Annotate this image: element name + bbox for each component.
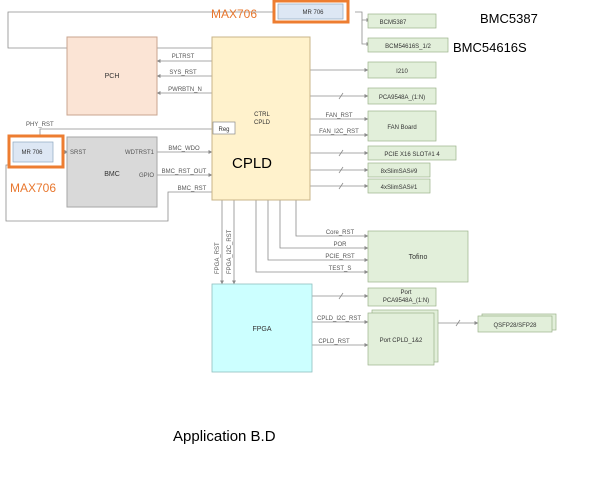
max706-top-text: MAX706: [211, 7, 257, 21]
sig-cpld-i2c-rst: CPLD_I2C_RST: [317, 316, 361, 322]
bmc54616s-text: BMC54616S: [453, 40, 527, 55]
sig-sys-rst: SYS_RST: [169, 70, 197, 76]
reg-label: Reg: [218, 127, 229, 133]
sig-srst: SRST: [70, 150, 86, 156]
diagram-caption: Application B.D: [173, 428, 276, 445]
mr706-left-box: [12, 141, 54, 163]
slimsas9-box: [367, 162, 431, 178]
sig-pltrst: PLTRST: [172, 54, 195, 60]
bmc-label: BMC: [104, 171, 120, 178]
sig-gpio: GPIO: [139, 173, 154, 179]
bcm54616s-label: BCM54616S_1/2: [385, 44, 431, 50]
fan-board-label: FAN Board: [387, 125, 416, 131]
mr706-top-box: [277, 3, 344, 20]
wire-mr706-bcm54616s: [361, 20, 371, 46]
pca9548a-bottom-label: PCA9548A_(1:N): [383, 298, 429, 304]
port-label: Port: [400, 290, 411, 296]
bmc-block: [66, 136, 158, 208]
bcm5387-label: BCM5387: [380, 20, 407, 26]
mr706-left-label: MR 706: [21, 150, 43, 156]
pch-label: PCH: [105, 73, 120, 80]
i210-label: I210: [396, 69, 408, 75]
sig-test-s: TEST_S: [329, 266, 352, 272]
signal-labels: PLTRST SYS_RST PWRBTN_N PHY_RST SRST WDT…: [26, 54, 361, 345]
bmc5387-text: BMC5387: [480, 11, 538, 26]
pca9548a-top-label: PCA9548A_(1:N): [379, 95, 425, 101]
sig-pcie-rst: PCIE_RST: [325, 254, 355, 260]
pcie-x16-box: [367, 145, 457, 161]
sig-cpld-rst: CPLD_RST: [318, 339, 350, 345]
sig-fan-rst: FAN_RST: [325, 113, 352, 119]
fpga-label: FPGA: [252, 326, 271, 333]
bcm54616s-box: [367, 37, 449, 53]
tofino-block: [367, 230, 469, 283]
slimsas1-box: [367, 178, 431, 194]
bcm5387-box: [367, 13, 437, 29]
max706-top-highlight: [272, 0, 350, 24]
slimsas9-label: 8xSlimSAS#9: [381, 169, 418, 175]
qsfp-label: QSFP28/SFP28: [493, 323, 537, 329]
bus-marks: [338, 92, 461, 327]
reg-block: [212, 121, 236, 135]
wire-mr706-bcm5387: [355, 11, 371, 22]
pcie-x16-label: PCIE X16 SLOT#1 4: [384, 152, 440, 158]
max706-left-highlight: [7, 134, 65, 169]
sig-bmc-rst-out: BMC_RST_OUT: [162, 169, 207, 175]
sig-fan-i2c-rst: FAN_I2C_RST: [319, 129, 359, 135]
port-pca-box: [367, 287, 437, 307]
tofino-label: Tofino: [409, 254, 428, 261]
i210-box: [367, 61, 437, 79]
port-cpld-label: Port CPLD_1&2: [380, 338, 423, 344]
max706-left-text: MAX706: [10, 181, 56, 195]
sig-wdtrst1: WDTRST1: [125, 150, 155, 156]
pch-block: [66, 36, 158, 116]
port-cpld-block: [367, 312, 435, 366]
cpld-block: [211, 36, 311, 201]
ctrl-cpld-label-1: CTRL: [254, 112, 270, 118]
cpld-big-label: CPLD: [232, 155, 272, 172]
sig-fpga-rst: FPGA_RST: [215, 242, 221, 274]
qsfp-box: [477, 315, 553, 333]
sig-core-rst: Core_RST: [326, 230, 355, 236]
ctrl-cpld-label-2: CPLD: [254, 120, 271, 126]
sig-fpga-i2c-rst: FPGA_I2C_RST: [227, 229, 233, 274]
fpga-block: [211, 283, 313, 373]
slimsas1-label: 4xSlimSAS#1: [381, 185, 418, 191]
sig-phy-rst: PHY_RST: [26, 122, 54, 128]
sig-bmc-wdo: BMC_WDO: [168, 146, 200, 152]
sig-pwrbtn-n: PWRBTN_N: [168, 87, 202, 93]
sig-bmc-rst: BMC_RST: [178, 186, 207, 192]
fan-board-box: [367, 110, 437, 142]
mr706-top-label: MR 706: [302, 10, 324, 16]
pca9548a-top-box: [367, 87, 437, 105]
connectors: [5, 11, 479, 347]
sig-por: POR: [333, 242, 347, 248]
